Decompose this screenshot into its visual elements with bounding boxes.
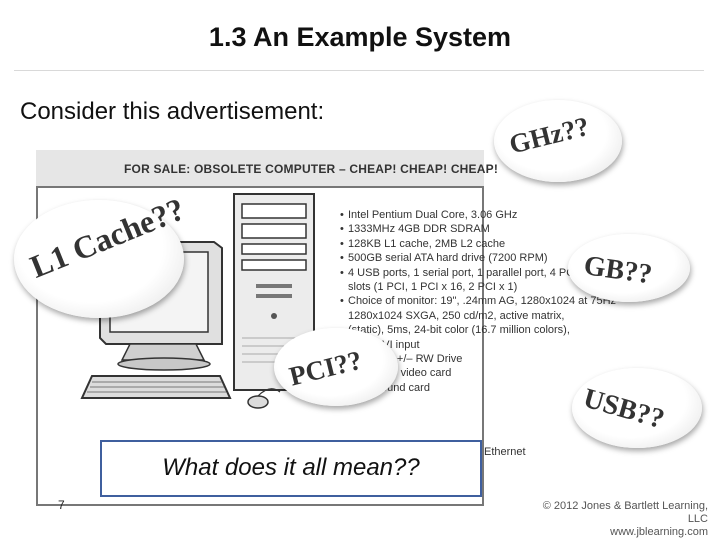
ghz-bubble	[494, 100, 622, 182]
question-text: What does it all mean??	[162, 454, 420, 481]
keyboard-image	[80, 375, 232, 399]
mouse-image	[247, 388, 281, 409]
spec-item: 500GB serial ATA hard drive (7200 RPM)	[340, 251, 548, 266]
copyright-notice: © 2012 Jones & Bartlett Learning, LLC ww…	[532, 500, 708, 539]
slide-subtitle: Consider this advertisement:	[20, 98, 325, 125]
spec-item: Intel Pentium Dual Core, 3.06 GHz	[340, 208, 517, 223]
spec-item: 1333MHz 4GB DDR SDRAM	[340, 222, 490, 237]
usb-bubble	[572, 368, 702, 448]
title-divider	[14, 70, 704, 71]
pci-bubble	[274, 328, 398, 406]
spec-item-continued: slots (1 PCI, 1 PCI x 16, 2 PCI x 1)	[348, 281, 518, 294]
slide-title: 1.3 An Example System	[208, 22, 512, 52]
spec-ethernet-fragment: Ethernet	[484, 446, 526, 458]
copyright-line: © 2012 Jones & Bartlett Learning, LLC	[542, 500, 708, 525]
tower-image	[233, 193, 315, 391]
gb-bubble	[568, 234, 690, 302]
website-url: www.jblearning.com	[610, 526, 708, 538]
question-box	[100, 440, 482, 497]
spec-item-continued: (static), 5ms, 24-bit color (16.7 millio…	[348, 324, 570, 337]
spec-item-continued: 1280x1024 SXGA, 250 cd/m2, active matrix…	[348, 309, 565, 322]
l1-cache-bubble	[14, 200, 184, 318]
spec-item: 4 USB ports, 1 serial port, 1 parallel p…	[340, 266, 577, 281]
advertisement-header-bar	[36, 150, 484, 188]
page-number: 7	[58, 498, 65, 512]
advertisement-header: FOR SALE: OBSOLETE COMPUTER – CHEAP! CHE…	[124, 162, 499, 176]
spec-item: 128KB L1 cache, 2MB L2 cache	[340, 237, 505, 252]
spec-item: Choice of monitor: 19", .24mm AG, 1280x1…	[340, 294, 616, 309]
